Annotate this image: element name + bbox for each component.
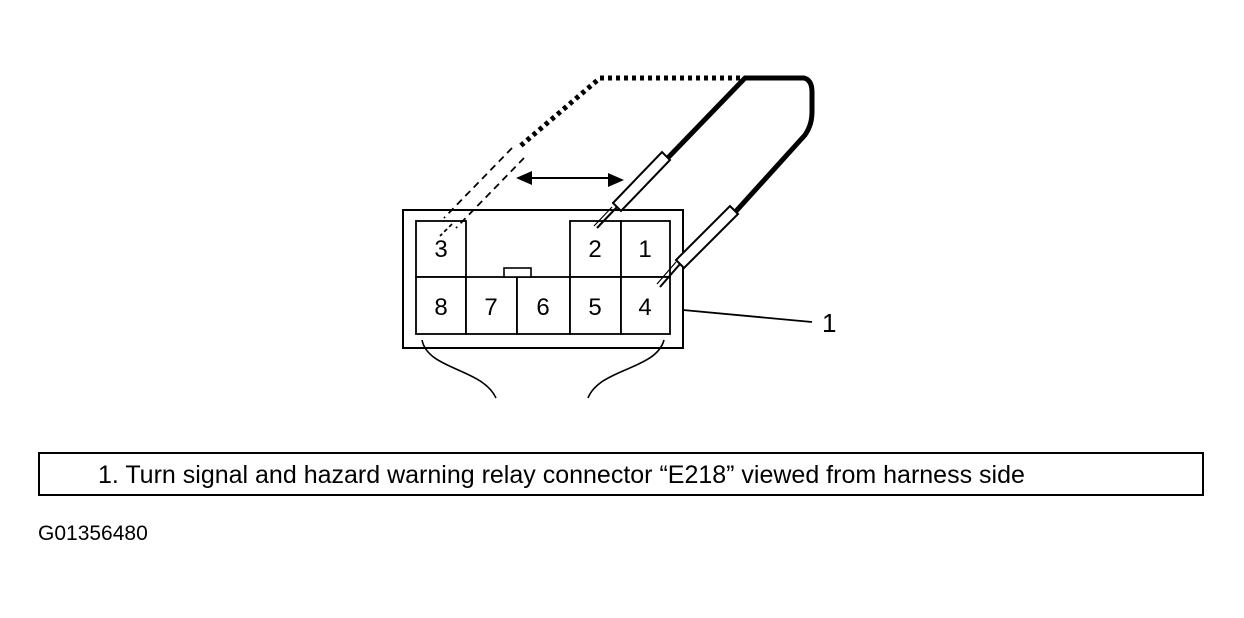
- pin-label-7: 7: [484, 294, 497, 321]
- connector-diagram: 3 2 1 8 7 6 5 4 1: [402, 75, 836, 399]
- probe-body-pin2: [611, 150, 672, 213]
- alternate-probe-dashed-tip: [439, 223, 453, 237]
- move-arrow-head-left: [516, 171, 532, 185]
- pin-cell-5: [569, 276, 622, 335]
- pin-label-6: 6: [536, 294, 549, 321]
- alternate-probe-dashed-b: [455, 157, 525, 229]
- pin-label-8: 8: [434, 294, 447, 321]
- probe-tip-pin2: [596, 206, 618, 229]
- alternate-lead-dotted: [516, 75, 748, 150]
- pin-cell-2: [569, 220, 622, 278]
- figure-id: G01356480: [38, 522, 148, 545]
- callout-leader-line: [682, 309, 813, 323]
- pin-cell-7: [465, 276, 518, 335]
- pin-cell-3: [415, 220, 467, 278]
- callout-number-1: 1: [822, 308, 836, 338]
- alternate-probe-dashed-a: [443, 147, 513, 219]
- pin-label-1: 1: [638, 236, 651, 263]
- probe-tip-pin2-inner: [593, 206, 613, 227]
- harness-wire-right: [587, 339, 665, 399]
- harness-wire-left: [421, 339, 497, 399]
- caption-text: 1. Turn signal and hazard warning relay …: [98, 461, 1025, 489]
- pin-cell-6: [516, 276, 571, 335]
- move-arrow-head-right: [608, 173, 624, 187]
- caption-box: 1. Turn signal and hazard warning relay …: [38, 452, 1204, 496]
- locking-tab: [503, 267, 532, 278]
- pin-label-4: 4: [638, 294, 651, 321]
- pin-label-5: 5: [588, 294, 601, 321]
- probe-body-pin4: [674, 204, 740, 270]
- pin-cell-1: [620, 220, 671, 278]
- pin-label-3: 3: [434, 236, 447, 263]
- probe-tip-pin4-inner: [656, 261, 677, 285]
- probe-tip-pin4: [659, 263, 681, 288]
- test-lead-wire: [630, 75, 815, 222]
- pin-cell-4: [620, 276, 671, 335]
- pin-label-2: 2: [588, 236, 601, 263]
